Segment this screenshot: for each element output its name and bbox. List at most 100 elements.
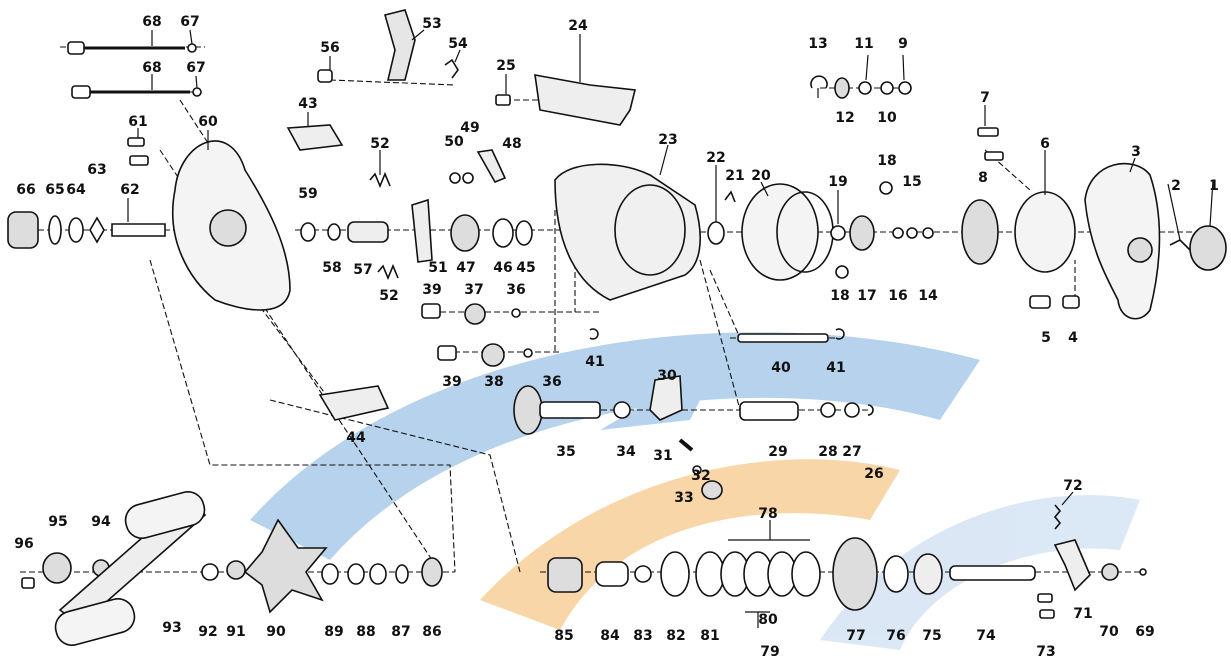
- part-label-73: 73: [1036, 644, 1055, 660]
- nut-91: [226, 560, 246, 580]
- sleeve-84: [595, 561, 629, 587]
- worm-35: [539, 401, 601, 419]
- ring-36b: [523, 348, 533, 358]
- ring-50b: [462, 172, 474, 184]
- part-label-43: 43: [298, 96, 317, 112]
- part-label-8: 8: [978, 170, 988, 186]
- spool-20: [741, 183, 819, 281]
- plate-43: [286, 124, 344, 151]
- part-label-40: 40: [771, 360, 791, 376]
- part-label-7: 7: [980, 90, 990, 106]
- part-label-9: 9: [898, 36, 908, 52]
- ring-16: [892, 227, 904, 239]
- part-label-23: 23: [658, 132, 677, 148]
- part-label-82: 82: [666, 628, 685, 644]
- part-label-29: 29: [768, 444, 787, 460]
- part-label-28: 28: [818, 444, 837, 460]
- part-label-88: 88: [356, 624, 375, 640]
- part-label-48: 48: [502, 136, 521, 152]
- part-label-46: 46: [493, 260, 512, 276]
- part-label-34: 34: [616, 444, 636, 460]
- washer-65: [48, 215, 62, 245]
- bushing-28: [820, 402, 836, 418]
- screw-25: [495, 94, 511, 106]
- clicker-44: [318, 385, 390, 421]
- ring-11: [858, 81, 872, 95]
- part-label-94: 94: [91, 514, 111, 530]
- side-plate-3: [1084, 162, 1161, 320]
- nut-70: [1101, 563, 1119, 581]
- screw-4: [1062, 295, 1080, 309]
- main-gear-77: [832, 537, 878, 611]
- part-label-64: 64: [66, 182, 86, 198]
- pawl-30: [649, 375, 683, 421]
- gear-47: [450, 214, 480, 252]
- retainer-95: [42, 552, 72, 584]
- washer-88b: [369, 563, 387, 585]
- part-label-96: 96: [14, 536, 33, 552]
- part-label-66: 66: [16, 182, 35, 198]
- drag-washer-78: [791, 551, 821, 597]
- part-label-52: 52: [379, 288, 398, 304]
- drag-washer-81: [695, 551, 725, 597]
- pawl-51: [411, 198, 433, 263]
- bearing-22: [707, 221, 725, 245]
- cap-66: [7, 211, 39, 249]
- part-label-53: 53: [422, 16, 441, 32]
- washer-64: [68, 217, 84, 243]
- ring-14: [922, 227, 934, 239]
- nut-33: [701, 480, 723, 500]
- frame-23: [554, 163, 701, 301]
- side-cover-6: [1014, 191, 1076, 273]
- nut-18b: [835, 265, 849, 279]
- clip-13: [810, 75, 828, 89]
- part-label-3: 3: [1131, 144, 1141, 160]
- part-label-51: 51: [428, 260, 447, 276]
- part-label-5: 5: [1041, 330, 1051, 346]
- spring-52-bottom: [377, 263, 399, 281]
- lever-53: [384, 9, 416, 81]
- screw-5: [1029, 295, 1051, 309]
- part-label-35: 35: [556, 444, 575, 460]
- part-label-1: 1: [1209, 178, 1219, 194]
- spring-2: [1169, 239, 1191, 251]
- watermark-logo: [250, 332, 1140, 650]
- clip-21: [724, 190, 736, 203]
- part-label-54: 54: [448, 36, 468, 52]
- washer-27: [844, 402, 860, 418]
- nut-18a: [879, 181, 893, 195]
- part-label-49: 49: [460, 120, 479, 136]
- part-label-68: 68: [142, 14, 161, 30]
- shaft-74: [949, 565, 1036, 581]
- cover-24: [534, 74, 636, 126]
- part-label-62: 62: [120, 182, 139, 198]
- part-label-37: 37: [464, 282, 483, 298]
- part-label-61: 61: [128, 114, 147, 130]
- screw-39b: [437, 345, 457, 361]
- drag-gear-8: [961, 199, 999, 265]
- part-label-4: 4: [1068, 330, 1078, 346]
- part-label-89: 89: [324, 624, 343, 640]
- shaft-29: [739, 401, 799, 421]
- screw-39a: [421, 303, 441, 319]
- part-label-95: 95: [48, 514, 67, 530]
- part-label-2: 2: [1171, 178, 1181, 194]
- washer-76: [883, 555, 909, 593]
- part-label-33: 33: [674, 490, 693, 506]
- handle-knob-top: [124, 491, 206, 539]
- pinion-17: [849, 215, 875, 251]
- screw-73a: [1037, 593, 1053, 603]
- washer-83: [634, 565, 652, 583]
- part-label-41: 41: [585, 354, 604, 370]
- part-label-74: 74: [976, 628, 996, 644]
- part-label-12: 12: [835, 110, 854, 126]
- side-plate-60-hub: [209, 209, 247, 247]
- part-label-80: 80: [758, 612, 778, 628]
- ring-36a: [511, 308, 521, 318]
- part-label-70: 70: [1099, 624, 1119, 640]
- part-label-58: 58: [322, 260, 341, 276]
- part-label-84: 84: [600, 628, 620, 644]
- part-label-75: 75: [922, 628, 941, 644]
- screw-73b: [1039, 609, 1055, 619]
- part-label-52: 52: [370, 136, 389, 152]
